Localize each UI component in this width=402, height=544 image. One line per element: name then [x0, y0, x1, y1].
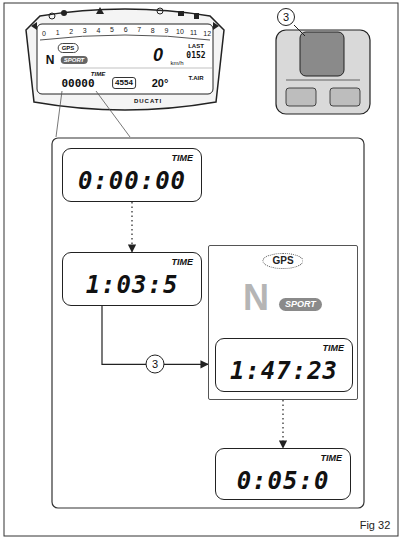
time-label: TIME	[172, 154, 194, 163]
speed-unit: km/h	[170, 60, 183, 66]
warning-icon	[178, 11, 184, 16]
tach-bar	[40, 35, 210, 40]
tach-number: 2	[69, 28, 73, 35]
warning-icon	[194, 13, 199, 19]
display-text: 1:03:5	[86, 273, 179, 297]
tach-number: 4	[96, 26, 100, 33]
switch-detail	[286, 80, 360, 81]
figure-number: Fig 32	[360, 520, 391, 531]
warning-icon	[96, 7, 104, 14]
leader-line	[96, 91, 130, 137]
tach-number: 5	[110, 26, 114, 33]
tach-number: 10	[176, 28, 184, 35]
time-display: TIME 0:05:0	[215, 448, 351, 500]
flow-arrow	[282, 400, 283, 448]
time-display: TIME 0:00:00	[62, 148, 202, 202]
time-label: TIME	[321, 454, 343, 463]
tach-number: 6	[124, 26, 128, 33]
warning-icon	[157, 8, 163, 14]
page-frame	[4, 3, 398, 536]
display-text: 0:00:00	[78, 169, 186, 193]
time-readout: 00000	[61, 78, 94, 89]
display-inset: GPS N SPORT TIME 1:47:23	[208, 245, 358, 400]
gps-indicator: GPS	[58, 43, 79, 53]
tach-number: 12	[203, 30, 211, 37]
lap-readout: 0152	[186, 52, 205, 60]
lap-label: LAST	[188, 43, 204, 49]
display-text: GPS	[262, 253, 303, 269]
callout-number: 3	[146, 355, 165, 374]
detail-panel	[52, 138, 364, 508]
tach-number: 8	[151, 26, 155, 33]
turn-right-icon	[213, 22, 219, 30]
tach-number: 3	[83, 27, 87, 34]
gear-indicator: N	[46, 54, 55, 66]
time-display: TIME 1:47:23	[215, 338, 353, 392]
switch-detail	[286, 88, 316, 106]
callout-number: 3	[277, 8, 295, 26]
odometer-readout: 4554	[112, 77, 136, 89]
switch-detail	[330, 88, 360, 106]
warning-icon	[61, 10, 67, 16]
tach-number: 11	[190, 28, 197, 35]
display-text: SPORT	[279, 298, 322, 311]
tach-number: 0	[42, 30, 46, 37]
turn-left-icon	[31, 22, 37, 30]
time-label: TIME	[91, 71, 105, 77]
screen-divider	[60, 68, 212, 69]
brand-logo: DUCATI	[134, 98, 162, 104]
temperature-label: T.AIR	[189, 75, 204, 81]
tach-number: 1	[56, 28, 60, 35]
warning-icon	[49, 13, 55, 19]
dashboard-housing	[26, 9, 224, 110]
switch-button	[300, 32, 344, 76]
time-display: TIME 1:03:5	[62, 252, 202, 306]
display-text: 1:47:23	[230, 359, 338, 383]
dashboard-screen	[37, 24, 213, 94]
tach-number: 7	[137, 26, 141, 33]
riding-mode: SPORT	[61, 56, 88, 64]
speed-readout: 0	[153, 46, 163, 64]
time-label: TIME	[323, 344, 345, 353]
leader-line	[294, 25, 305, 36]
temperature-readout: 20°	[152, 78, 169, 89]
display-text: 0:05:0	[237, 469, 330, 493]
tach-number: 9	[164, 27, 168, 34]
display-text: N	[243, 280, 269, 316]
time-label: TIME	[172, 258, 194, 267]
flow-arrow	[131, 202, 132, 252]
switch-housing	[276, 30, 370, 114]
leader-line	[56, 91, 62, 137]
